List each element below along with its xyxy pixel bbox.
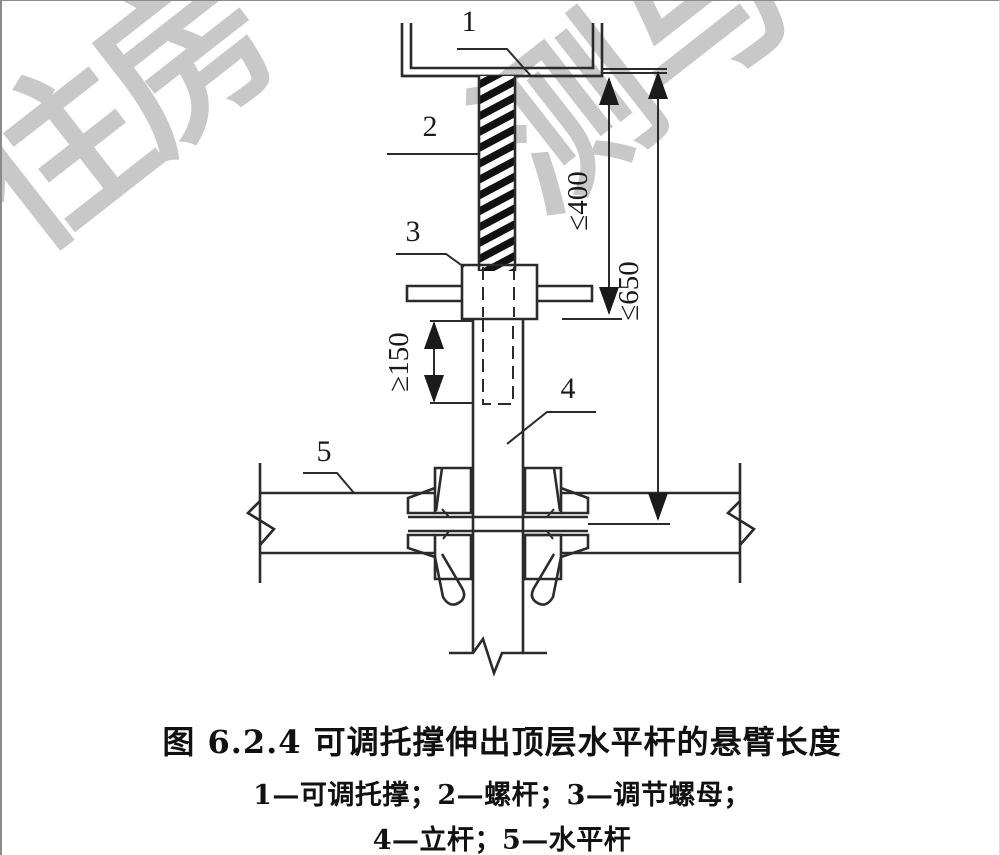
callout-5: 5	[303, 435, 355, 494]
dimension-650: ≤650	[588, 68, 670, 525]
caption-legend-line-2: 4—立杆；5—水平杆	[372, 825, 632, 855]
callout-label-3: 3	[406, 215, 421, 248]
dimension-label-650: ≤650	[613, 261, 645, 320]
callout-label-1: 1	[462, 5, 477, 38]
dimension-400: ≤400	[562, 72, 667, 320]
callout-1: 1	[457, 5, 532, 77]
adjusting-nut	[405, 263, 594, 321]
callout-label-4: 4	[561, 372, 576, 405]
callout-3: 3	[396, 215, 465, 268]
drawing-layer: ≤400 ≤650 ≥150 1	[245, 5, 756, 677]
dimension-150: ≥150	[383, 320, 472, 404]
caption-title: 图 6.2.4 可调托撑伸出顶层水平杆的悬臂长度	[162, 723, 842, 761]
upright-post	[449, 319, 547, 677]
screw-rod	[477, 76, 517, 271]
dimension-label-400: ≤400	[562, 171, 594, 230]
callout-label-5: 5	[317, 435, 332, 468]
callout-4: 4	[506, 372, 596, 445]
technical-drawing: 住 房 测 与	[2, 1, 999, 701]
callout-label-2: 2	[423, 110, 438, 143]
caption-legend-line-1: 1—可调托撑；2—螺杆；3—调节螺母；	[253, 780, 751, 811]
wedge-coupler	[406, 466, 590, 606]
dimension-label-150: ≥150	[383, 332, 415, 391]
horizontal-ledger	[245, 463, 756, 583]
callout-2: 2	[387, 110, 479, 155]
figure-caption: 图 6.2.4 可调托撑伸出顶层水平杆的悬臂长度 1—可调托撑；2—螺杆；3—调…	[2, 701, 999, 855]
